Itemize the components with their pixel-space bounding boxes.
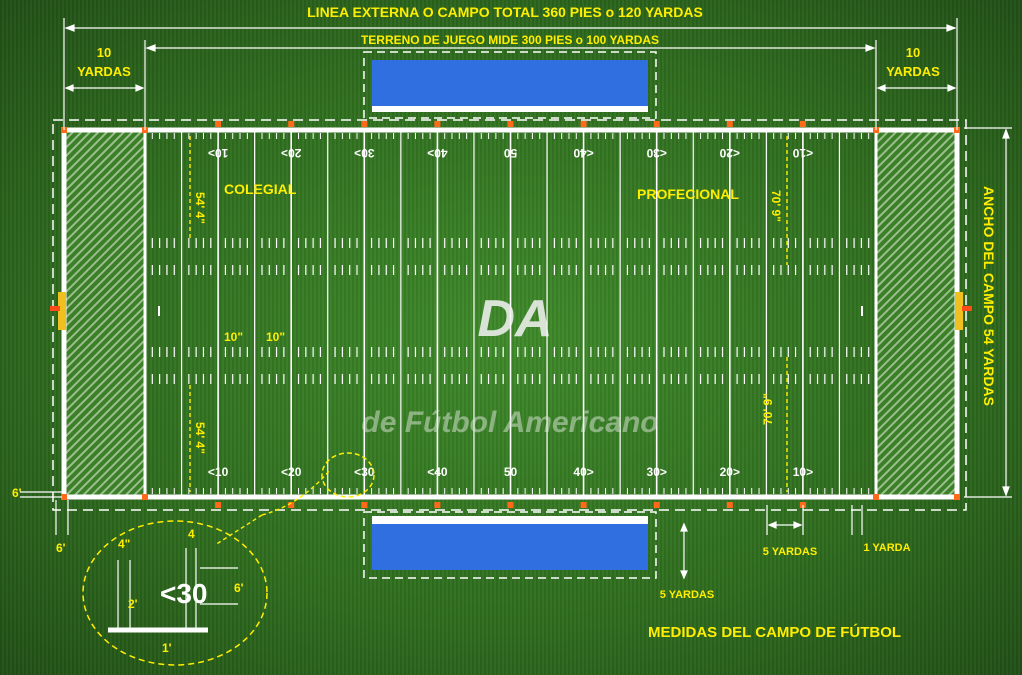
goalpost-left bbox=[58, 292, 66, 330]
yard-number-top: 30> bbox=[354, 146, 374, 160]
pylon bbox=[580, 121, 587, 127]
yard-number-top: 10> bbox=[208, 146, 228, 160]
watermark-text: de Fútbol Americano bbox=[361, 406, 658, 439]
yard-number-top: <30 bbox=[646, 146, 667, 160]
endzone-right-label-1: 10 bbox=[906, 45, 920, 60]
yard-number-top: <20 bbox=[719, 146, 740, 160]
bench-bottom bbox=[372, 524, 648, 570]
endzone-right-label-2: YARDAS bbox=[886, 64, 940, 79]
detail-height-6: 6' bbox=[234, 581, 244, 595]
bench-area-top bbox=[363, 51, 657, 119]
endzone-left bbox=[64, 130, 145, 497]
side-offset-left-bottom: 6' bbox=[56, 541, 66, 555]
detail-width-4b: 4 bbox=[188, 527, 195, 541]
endzone-left-label-2: YARDAS bbox=[77, 64, 131, 79]
label-5-yardas-a: 5 YARDAS bbox=[763, 546, 817, 558]
detail-number: <30 bbox=[160, 578, 208, 609]
playing-field-label: TERRENO DE JUEGO MIDE 300 PIES o 100 YAR… bbox=[361, 33, 659, 47]
pylon bbox=[434, 502, 441, 508]
pylon bbox=[288, 121, 295, 127]
pylon bbox=[507, 121, 514, 127]
bench-area-bottom bbox=[363, 511, 657, 579]
endzone-right bbox=[876, 130, 957, 497]
bench-top bbox=[372, 60, 648, 106]
goalpost-right bbox=[955, 292, 963, 330]
yard-number-bottom: <10 bbox=[208, 465, 229, 479]
collegiate-hash-distance-bottom: 54' 4" bbox=[193, 422, 207, 454]
outer-boundary bbox=[52, 119, 967, 511]
bench-top-line bbox=[372, 106, 648, 112]
yard-number-bottom: <40 bbox=[427, 465, 448, 479]
pylon bbox=[507, 502, 514, 508]
endzone-left-label-1: 10 bbox=[97, 45, 111, 60]
collegiate-label: COLEGIAL bbox=[224, 181, 297, 197]
bench-bottom-line bbox=[372, 516, 648, 524]
label-5-yardas-b: 5 YARDAS bbox=[660, 589, 714, 601]
pylon bbox=[142, 494, 148, 500]
yard-number-bottom: 10> bbox=[793, 465, 813, 479]
pylon bbox=[726, 502, 733, 508]
page-title: MEDIDAS DEL CAMPO DE FÚTBOL bbox=[648, 623, 901, 641]
pylon bbox=[653, 502, 660, 508]
yard-number-bottom: 40> bbox=[573, 465, 593, 479]
detail-source-circle bbox=[321, 452, 375, 498]
detail-height-2: 2' bbox=[128, 597, 138, 611]
hash-marks bbox=[151, 133, 870, 494]
pylon bbox=[954, 494, 960, 500]
yard-number-bottom: 50 bbox=[504, 465, 518, 479]
yard-number-bottom: <20 bbox=[281, 465, 302, 479]
pylon bbox=[580, 502, 587, 508]
pylon bbox=[653, 121, 660, 127]
collegiate-hash-distance-top: 54' 4" bbox=[193, 192, 207, 224]
yard-number-top: <40 bbox=[573, 146, 594, 160]
pylon bbox=[361, 502, 368, 508]
yard-number-bottom: 20> bbox=[720, 465, 740, 479]
yard-number-top: 20> bbox=[281, 146, 301, 160]
hash-gap-right: 10" bbox=[266, 330, 285, 344]
yard-lines bbox=[180, 130, 841, 497]
pylon bbox=[288, 502, 295, 508]
yard-number-top: 40> bbox=[427, 146, 447, 160]
professional-hash-distance-top: 70' 9" bbox=[769, 190, 783, 222]
pylon bbox=[726, 121, 733, 127]
detail-width-1: 1' bbox=[162, 641, 172, 655]
detail-width-4a: 4" bbox=[118, 537, 130, 551]
dimension-lines bbox=[20, 18, 1012, 580]
side-offset-left-top: 6' bbox=[12, 486, 22, 500]
hash-gap-left: 10" bbox=[224, 330, 243, 344]
width-label: ANCHO DEL CAMPO 54 YARDAS bbox=[981, 186, 997, 406]
yard-number-bottom: <30 bbox=[354, 465, 375, 479]
pylon bbox=[434, 121, 441, 127]
pylon bbox=[215, 121, 222, 127]
bottom-yard-numbers: <10 <20 <30 <40 50 40> 30> 20> 10> bbox=[208, 465, 813, 479]
watermark-logo: DA bbox=[477, 290, 552, 348]
pylon bbox=[873, 494, 879, 500]
professional-label: PROFECIONAL bbox=[637, 186, 739, 202]
pylon bbox=[799, 121, 806, 127]
detail-lines bbox=[108, 548, 238, 633]
label-1-yarda: 1 YARDA bbox=[863, 542, 910, 554]
pylon bbox=[361, 121, 368, 127]
hash-distance-lines bbox=[189, 136, 788, 546]
top-dimension-label: LINEA EXTERNA O CAMPO TOTAL 360 PIES o 1… bbox=[307, 4, 703, 20]
goalpost-left-base bbox=[50, 306, 60, 311]
pylon bbox=[61, 494, 67, 500]
professional-hash-distance-bottom: 70' 9" bbox=[761, 393, 775, 425]
detail-circle bbox=[82, 520, 268, 666]
yard-number-bottom: 30> bbox=[647, 465, 667, 479]
yard-number-top: 50 bbox=[504, 146, 518, 160]
pylon bbox=[215, 502, 222, 508]
yard-number-top: <10 bbox=[792, 146, 813, 160]
goalpost-right-base bbox=[962, 306, 972, 311]
top-yard-numbers: 10> 20> 30> 40> 50 <40 <30 <20 <10 bbox=[208, 146, 813, 160]
